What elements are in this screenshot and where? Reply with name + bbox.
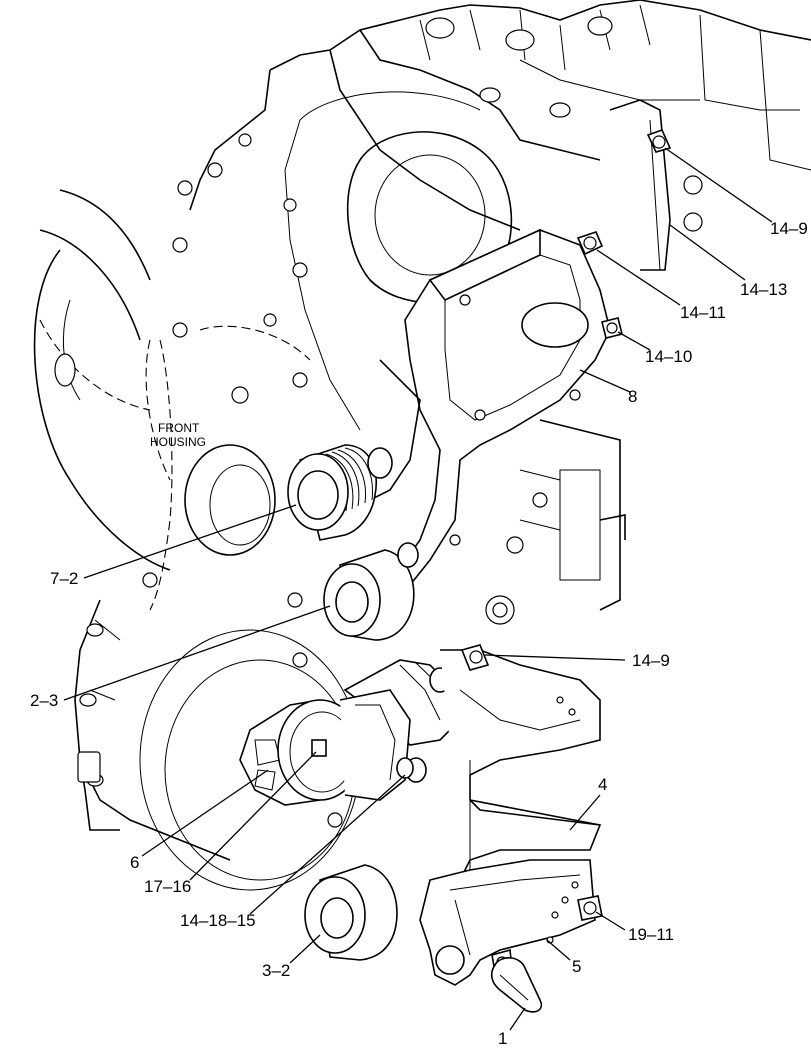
callout-14-9-top: 14–9	[770, 219, 808, 238]
leader-lines	[63, 147, 773, 1031]
grooved-idler-pulley	[287, 444, 393, 541]
callout-4: 4	[598, 775, 607, 794]
belt-tensioner	[239, 659, 461, 806]
housing-label-line2: HOUSING	[150, 435, 206, 449]
callout-1: 1	[498, 1029, 507, 1048]
callout-8: 8	[628, 387, 637, 406]
callout-14-9-mid: 14–9	[632, 651, 670, 670]
housing-label-line1: FRONT	[158, 421, 200, 435]
callout-17-16: 17–16	[144, 877, 191, 896]
callout-14-10: 14–10	[645, 347, 692, 366]
callout-2-3: 2–3	[30, 691, 58, 710]
callout-14-11: 14–11	[680, 303, 726, 322]
hose-clip	[490, 957, 543, 1013]
callout-7-2: 7–2	[50, 569, 78, 588]
bracket-bolts	[576, 128, 672, 339]
callout-3-2: 3–2	[262, 961, 290, 980]
callout-19-11: 19–11	[628, 925, 674, 944]
callout-6: 6	[130, 853, 139, 872]
idler-pulley-upper	[323, 542, 419, 641]
idler-bracket	[369, 228, 611, 587]
callout-5: 5	[572, 957, 581, 976]
housing-bolts	[142, 133, 548, 828]
front-housing-label: FRONT HOUSING	[150, 421, 206, 449]
support-bracket	[440, 649, 602, 931]
callout-14-18-15: 14–18–15	[180, 911, 256, 930]
stud-bolt-middle	[460, 644, 490, 671]
callout-labels: 14–9 14–13 14–11 14–10 8 7–2 14–9 2–3 4 …	[30, 219, 808, 1048]
callout-14-13: 14–13	[740, 280, 787, 299]
idler-pulley-lower	[304, 864, 398, 961]
